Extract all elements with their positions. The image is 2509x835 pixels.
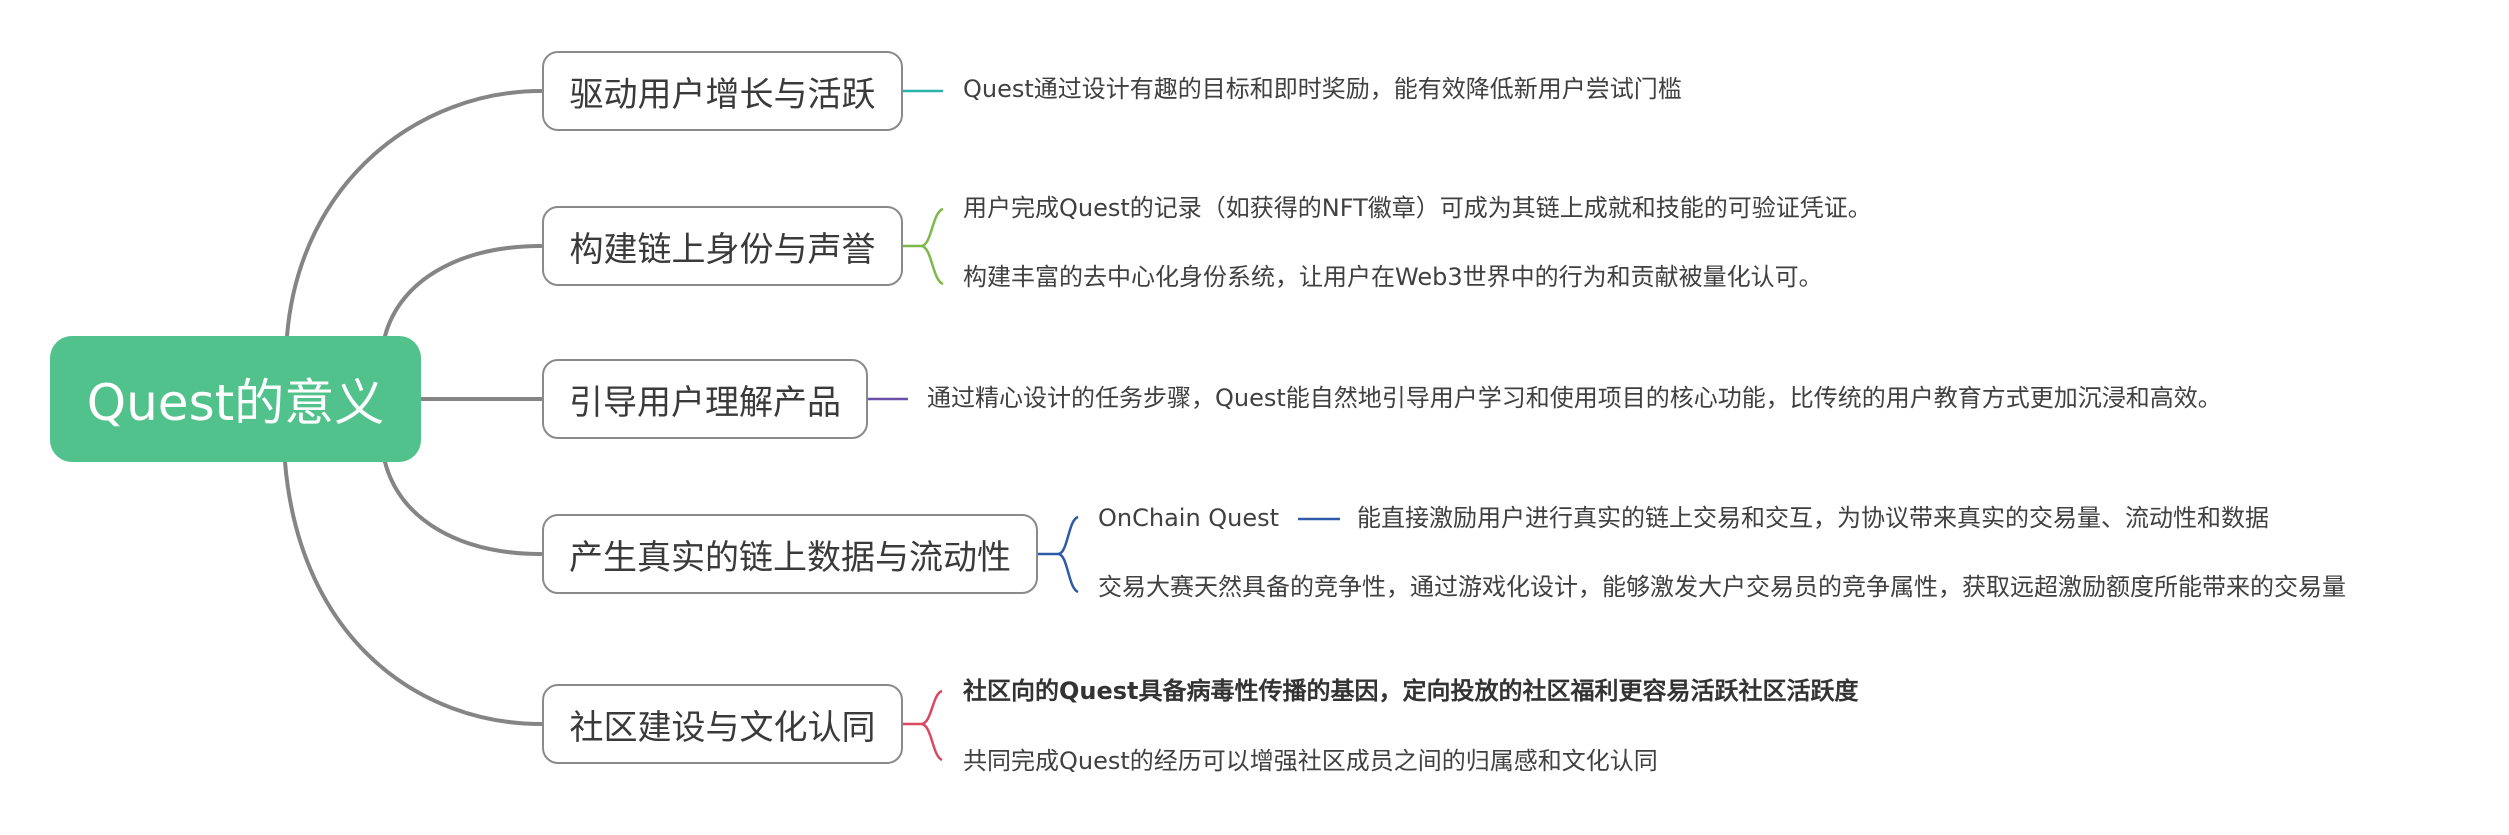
- branch-4-connector: [1038, 515, 1079, 594]
- branch-topic-onboarding[interactable]: 引导用户理解产品: [542, 359, 868, 439]
- branch-topic-growth[interactable]: 驱动用户增长与活跃: [542, 51, 903, 131]
- leaf-topic[interactable]: 交易大赛天然具备的竞争性，通过游戏化设计，能够激发大户交易员的竞争属性，获取远超…: [1098, 573, 2346, 601]
- branch-topic-label: 社区建设与文化认同: [569, 707, 876, 748]
- branch-topic-label: 驱动用户增长与活跃: [569, 74, 876, 115]
- leaf-topic[interactable]: 构建丰富的去中心化身份系统，让用户在Web3世界中的行为和贡献被量化认可。: [963, 263, 1823, 291]
- branch-topic-label: 产生真实的链上数据与流动性: [569, 537, 1011, 578]
- trunk-line-5: [283, 460, 543, 726]
- trunk-line-4: [383, 460, 543, 556]
- branch-2-connector: [903, 207, 944, 286]
- trunk-line-2: [383, 244, 543, 338]
- leaf-topic[interactable]: Quest通过设计有趣的目标和即时奖励，能有效降低新用户尝试门槛: [963, 75, 1682, 103]
- root-topic[interactable]: Quest的意义: [50, 336, 421, 462]
- branch-topic-label: 构建链上身份与声誉: [569, 229, 876, 270]
- branch-topic-label: 引导用户理解产品: [569, 382, 841, 423]
- leaf-topic[interactable]: 社区向的Quest具备病毒性传播的基因，定向投放的社区福利更容易活跃社区活跃度: [963, 677, 1859, 705]
- trunk-line-1: [285, 89, 543, 338]
- leaf-topic[interactable]: 共同完成Quest的经历可以增强社区成员之间的归属感和文化认同: [963, 747, 1658, 775]
- branch-topic-identity[interactable]: 构建链上身份与声誉: [542, 206, 903, 286]
- branch-topic-onchain-data[interactable]: 产生真实的链上数据与流动性: [542, 514, 1038, 594]
- branch-5-connector: [903, 689, 943, 762]
- leaf-topic[interactable]: 通过精心设计的任务步骤，Quest能自然地引导用户学习和使用项目的核心功能，比传…: [927, 384, 2222, 412]
- root-topic-label: Quest的意义: [86, 374, 385, 432]
- leaf-subtopic[interactable]: 能直接激励用户进行真实的链上交易和交互，为协议带来真实的交易量、流动性和数据: [1357, 504, 2269, 532]
- branch-topic-community[interactable]: 社区建设与文化认同: [542, 684, 903, 764]
- leaf-topic[interactable]: 用户完成Quest的记录（如获得的NFT徽章）可成为其链上成就和技能的可验证凭证…: [963, 194, 1872, 222]
- leaf-topic-onchain-quest[interactable]: OnChain Quest: [1098, 504, 1280, 532]
